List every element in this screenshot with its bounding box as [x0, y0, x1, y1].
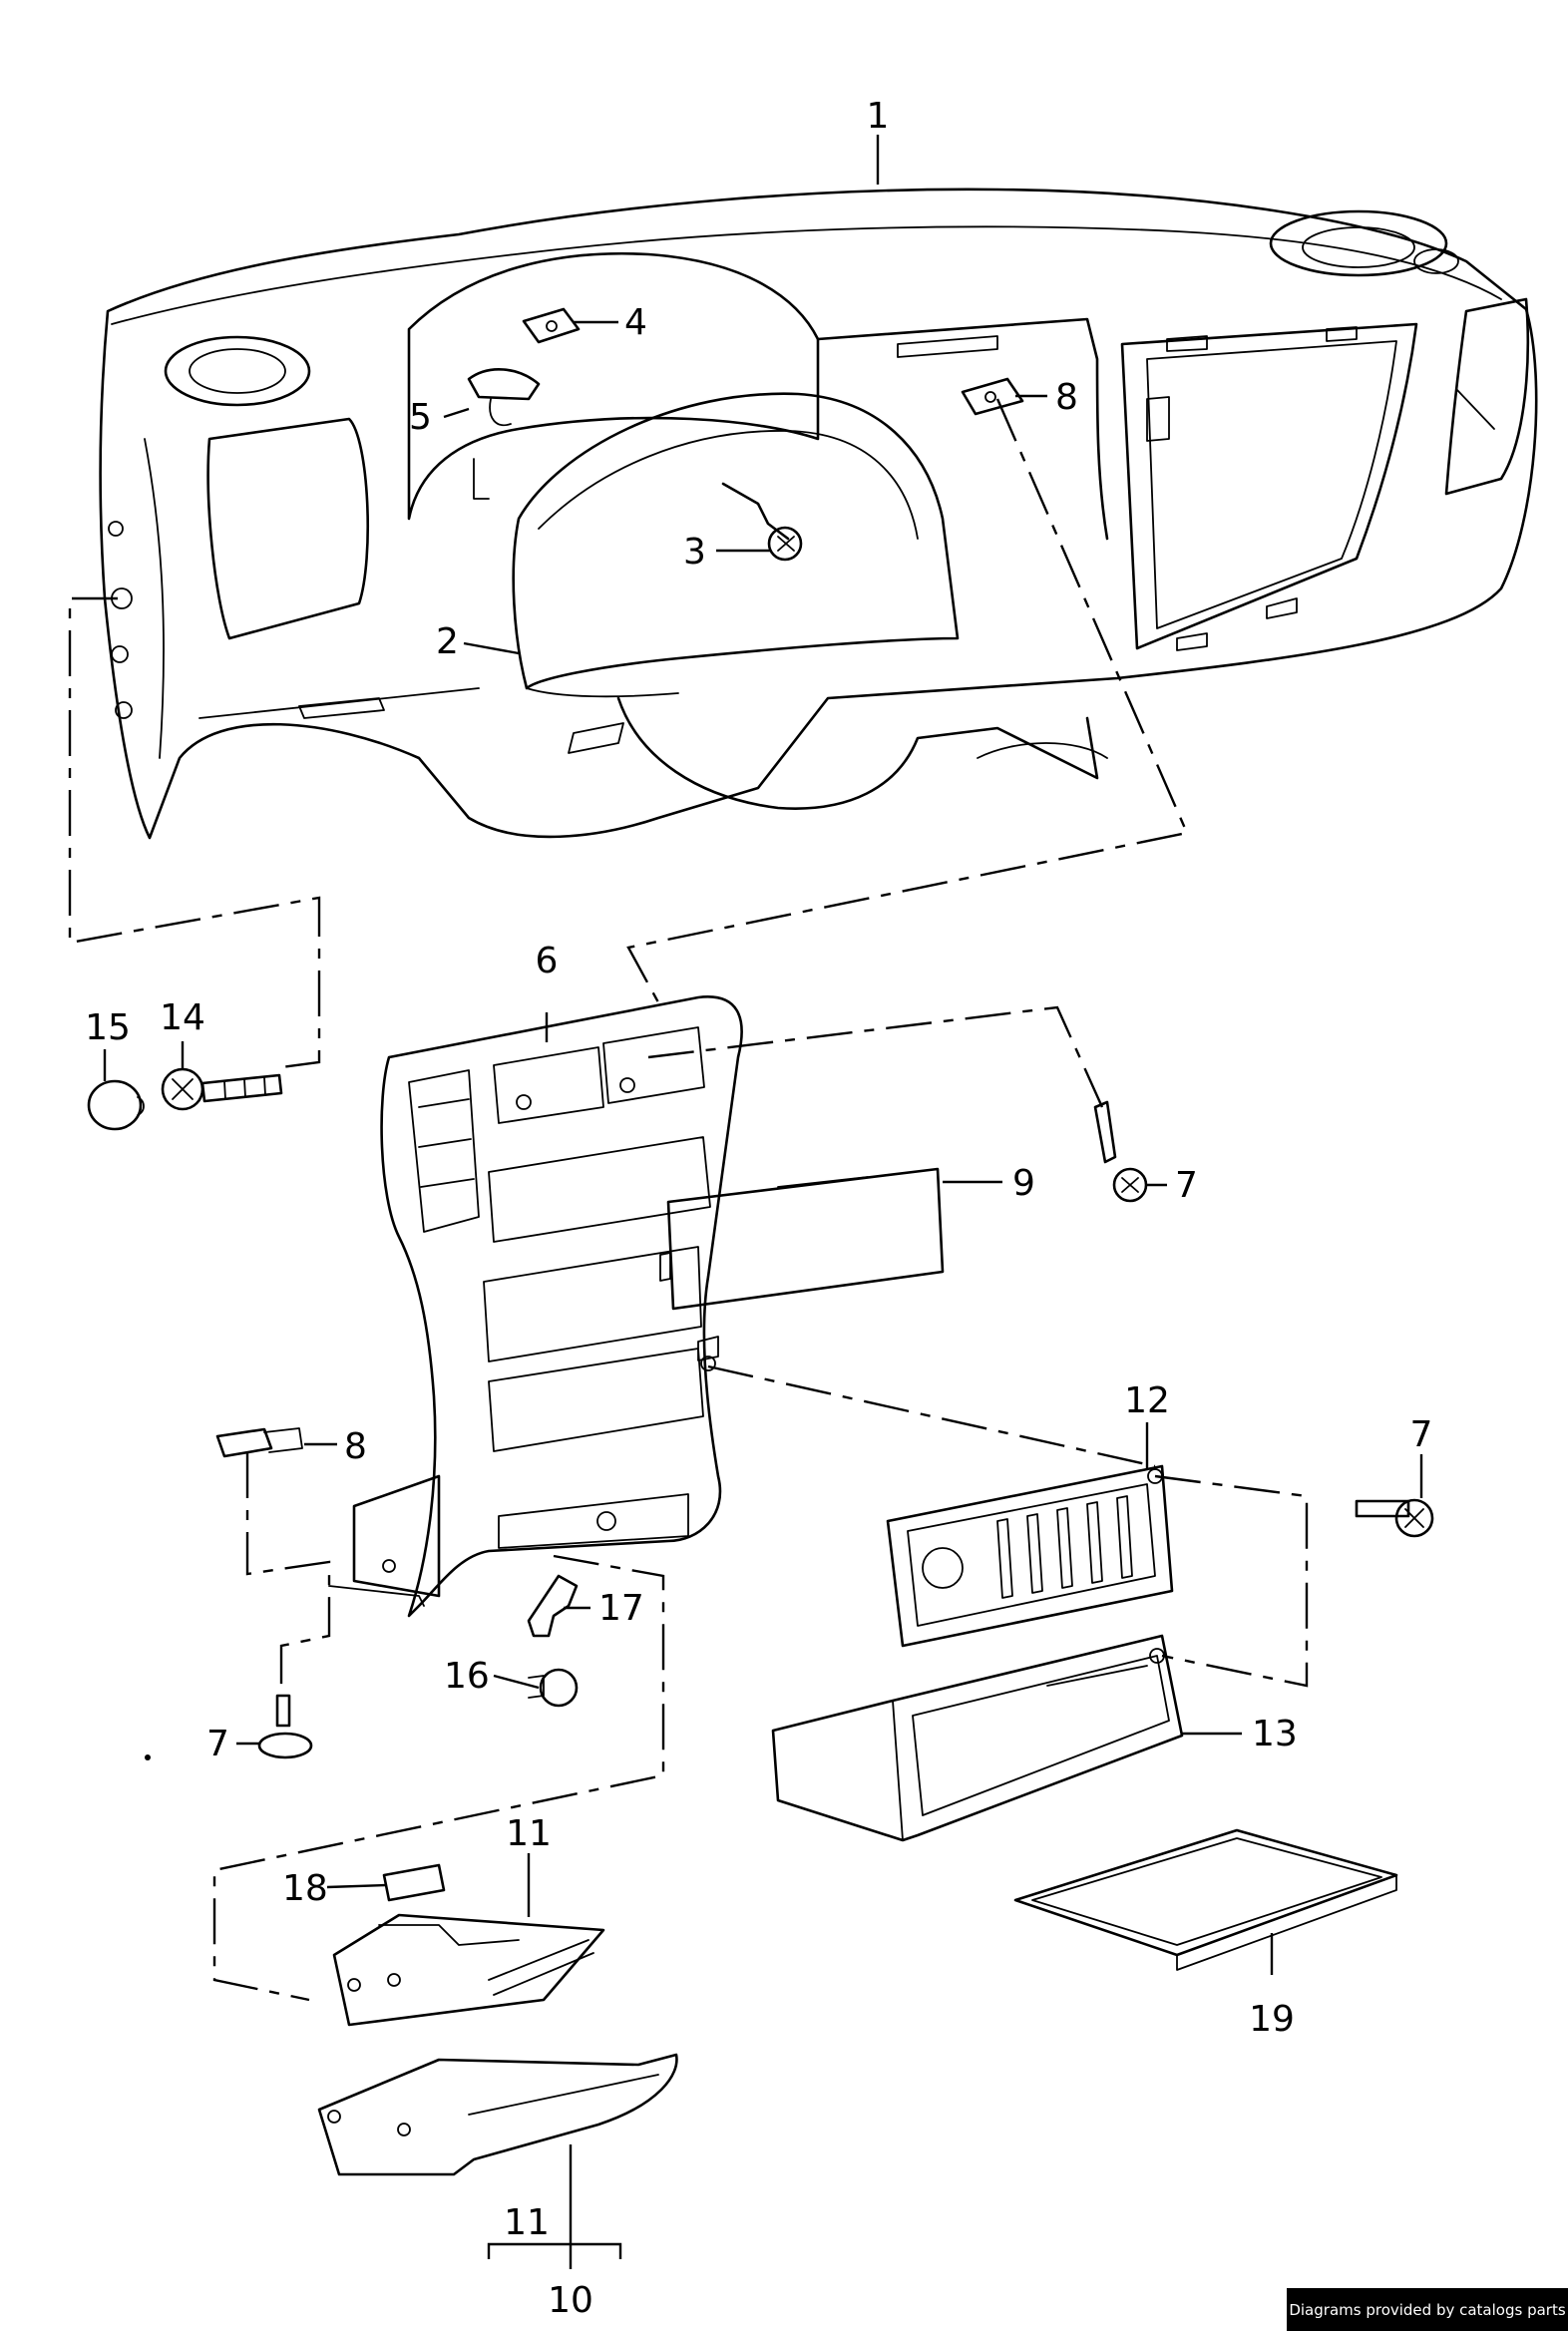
glovebox-part-11-lower: [317, 2053, 678, 2176]
callout-labels: 1 2 3 4 5 6 7 7 7 8 8 9 10 11 11 12 13 1…: [85, 96, 1432, 2321]
mount-bracket: [328, 1474, 441, 1607]
callout-5: 5: [409, 397, 432, 438]
callout-11-upper: 11: [506, 1813, 552, 1854]
callout-10: 10: [548, 2280, 593, 2321]
leader-lines: [103, 135, 1423, 2269]
callout-8-lower: 8: [344, 1426, 367, 1467]
callout-2: 2: [436, 621, 459, 662]
fastener-part-16: [528, 1668, 579, 1708]
mat-part-19: [1013, 1828, 1398, 1971]
storage-part-11-upper: [332, 1913, 605, 2027]
switch-panel-part-12: [886, 1464, 1174, 1648]
cap-part-15: [87, 1079, 145, 1131]
clip-part-17: [527, 1574, 579, 1638]
screw-part-7-lower: [257, 1694, 313, 1759]
stray-dot: [145, 1754, 151, 1760]
clip-part-4: [522, 307, 581, 344]
screw-part-7-right: [1355, 1498, 1434, 1538]
callout-7-right: 7: [1410, 1414, 1433, 1455]
bracket-part-5: [467, 368, 541, 500]
callout-13: 13: [1252, 1714, 1298, 1754]
screw-part-7-upper: [1093, 1100, 1148, 1203]
centre-trim-part-6: [380, 995, 743, 1618]
callout-17: 17: [598, 1588, 644, 1629]
dashboard-part-1: [99, 188, 1538, 840]
clip-part-18: [382, 1863, 446, 1902]
callout-12: 12: [1124, 1380, 1170, 1421]
callout-9: 9: [1012, 1163, 1035, 1204]
tray-part-13: [771, 1634, 1184, 1842]
callout-1: 1: [867, 96, 890, 137]
callout-14: 14: [160, 997, 205, 1038]
footer-credit: Diagrams provided by catalogs parts: [1287, 2288, 1568, 2331]
screw-part-3: [721, 482, 803, 562]
callout-3: 3: [683, 532, 706, 573]
screw-part-14: [161, 1067, 283, 1111]
callout-7-lower: 7: [206, 1724, 229, 1764]
clip-part-8-upper: [961, 377, 1024, 416]
clip-part-8-lower: [215, 1427, 303, 1458]
callout-18: 18: [282, 1868, 328, 1909]
callout-8-upper: 8: [1055, 377, 1078, 418]
panel-part-9: [659, 1167, 945, 1311]
callout-7-upper: 7: [1175, 1165, 1198, 1206]
callout-6: 6: [536, 941, 559, 981]
callout-15: 15: [85, 1007, 131, 1048]
callout-11-lower: 11: [504, 2202, 550, 2243]
callout-4: 4: [624, 302, 647, 343]
connection-lines: [68, 398, 1309, 2002]
callout-19: 19: [1249, 1999, 1295, 2040]
callout-16: 16: [444, 1656, 490, 1697]
